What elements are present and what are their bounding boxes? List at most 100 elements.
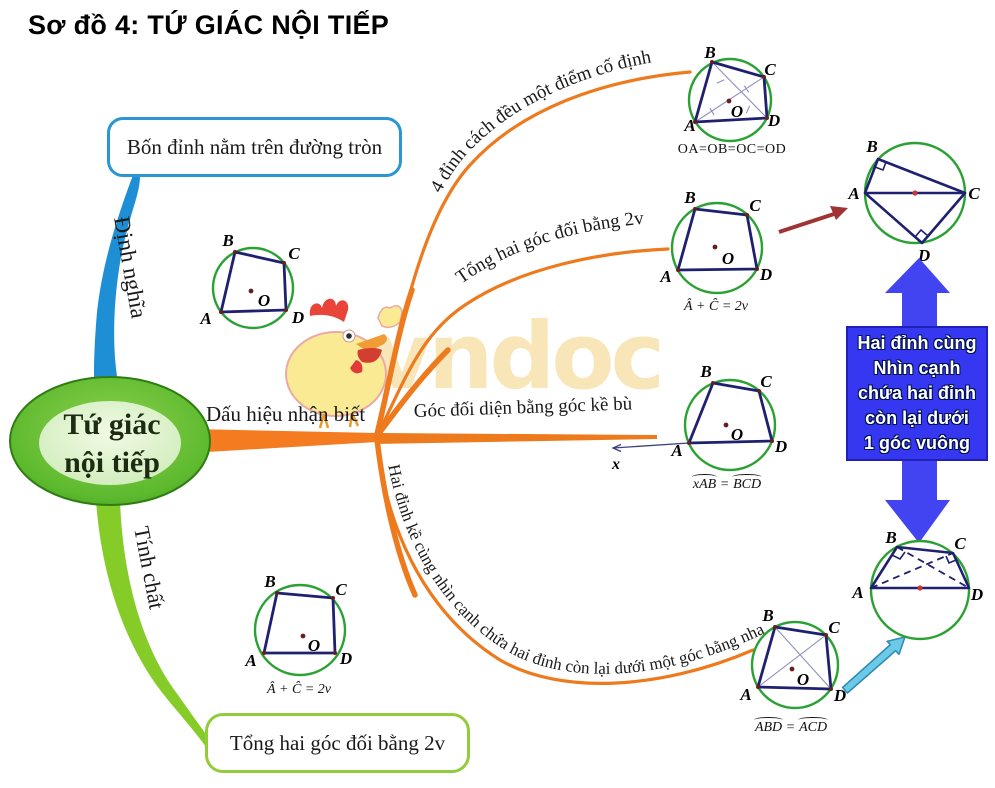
vertex-label-a: A [199,309,211,328]
chicken-mascot-icon [285,298,403,429]
right-angle-note-box: Hai đỉnh cùng Nhìn cạnh chứa hai đỉnh cò… [846,326,988,461]
equal-angles-diagram: A B C D O [739,606,846,710]
right-angle-bottom-diagram: A B C D [851,528,983,641]
right-angle-marks [891,551,957,565]
center-dot [912,190,918,196]
dashed-diagonals [870,546,970,589]
vertex-label-c: C [968,184,980,203]
center-dot [300,633,306,639]
signs-trunk-label: Dấu hiệu nhận biết [206,402,365,426]
sum-angles-caption: Â + Ĉ = 2v [684,299,748,314]
diagonals [757,626,832,690]
center-node-line1: Tứ giác [63,408,160,441]
vertex-label-o: O [797,670,809,689]
note-line: Nhìn cạnh [873,358,961,378]
vertex-label-o: O [722,249,734,268]
vertex-label-d: D [759,265,772,284]
vertex-label-b: B [865,137,877,156]
property-caption: Â + Ĉ = 2v [267,682,331,697]
arc-group: BCD [732,474,763,492]
right-angle-top-diagram: A B C D [847,137,980,265]
vertex-label-o: O [731,102,743,121]
sign-branches [374,70,755,685]
vertex-label-c: C [828,618,840,637]
vertex-label-b: B [884,528,896,547]
arc-group: xAB [691,474,718,492]
vertex-label-a: A [670,441,682,460]
center-dot [723,422,729,428]
vertex-label-a: A [739,685,751,704]
vertex-label-d: D [339,649,352,668]
right-angle-marks [874,161,929,238]
vertex-label-c: C [335,580,347,599]
vertex-label-a: A [683,116,695,135]
vertex-label-a: A [847,184,859,203]
vndoc-watermark: vndoc [285,298,665,429]
vertex-label-b: B [263,572,275,591]
vertex-label-c: C [749,196,761,215]
property-box: Tổng hai góc đối bằng 2v [205,713,470,773]
blue-arrow-icon [841,636,906,694]
definition-box-label: Bốn đỉnh nằm trên đường tròn [126,134,383,159]
ray-label-x: x [611,456,620,473]
center-dot [726,98,732,104]
page-title: Sơ đồ 4: TỨ GIÁC NỘI TIẾP [28,10,390,40]
circle [211,246,295,330]
equal-distance-diagram: A B C D O [683,43,780,143]
down-arrow-icon [885,461,950,543]
vertex-label-a: A [659,267,671,286]
vertex-label-b: B [703,43,715,62]
note-line: Hai đỉnh cùng [857,333,977,353]
center-node: Tứ giác nội tiếp [9,376,211,506]
sign2-label: Tổng hai góc đối bằng 2v [452,208,645,288]
up-arrow-icon [885,258,950,326]
sign-branch-4 [375,438,755,685]
property-branch [96,500,211,747]
equal-angles-caption: ABD = ACD [753,717,829,736]
sum-angles-sign-diagram: A B C D O [659,188,772,295]
exterior-angle-diagram: A B C D O x [611,362,787,473]
vertex-label-b: B [221,231,233,250]
vertex-label-c: C [288,244,300,263]
center-dot [712,244,718,250]
exterior-angle-caption: xAB = BCD [691,474,763,493]
vertex-label-d: D [291,308,304,327]
circle [683,378,777,472]
vertex-label-o: O [308,636,320,655]
signs-trunk [190,429,377,453]
center-dot [248,288,254,294]
vertex-label-a: A [244,651,256,670]
arc-group: ACD [798,717,829,735]
ray-ax [611,442,690,453]
watermark-logo-text: vndoc [372,303,661,410]
note-line: còn lại dưới [865,408,969,428]
equal-distance-caption: OA=OB=OC=OD [677,142,787,157]
sign-branch-2 [375,247,670,438]
red-arrow-icon [778,206,848,234]
definition-circle-diagram: A B C D O [199,231,304,330]
equals-sign: = [720,477,729,492]
vertex-label-c: C [760,372,772,391]
definition-box: Bốn đỉnh nằm trên đường tròn [107,117,402,177]
property-branch-label: Tính chất [129,524,170,611]
center-dot [917,585,923,591]
vertex-label-d: D [833,686,846,705]
vertex-label-c: C [764,60,776,79]
vertex-label-o: O [258,291,270,310]
vertex-label-d: D [767,111,780,130]
vertex-label-d: D [970,585,983,604]
definition-branch [94,175,140,382]
center-node-line2: nội tiếp [64,446,160,479]
property-circle-diagram: A B C D O [244,572,352,677]
center-dot [789,666,795,672]
vertex-label-b: B [761,606,773,625]
property-box-label: Tổng hai góc đối bằng 2v [229,730,446,755]
vertex-label-a: A [851,583,863,602]
vertex-label-o: O [731,425,743,444]
vertex-label-b: B [683,188,695,207]
arc-group: ABD [753,717,784,735]
vertex-label-d: D [774,437,787,456]
sign1-label: 4 đỉnh cách đều một điểm cố định [426,46,653,196]
